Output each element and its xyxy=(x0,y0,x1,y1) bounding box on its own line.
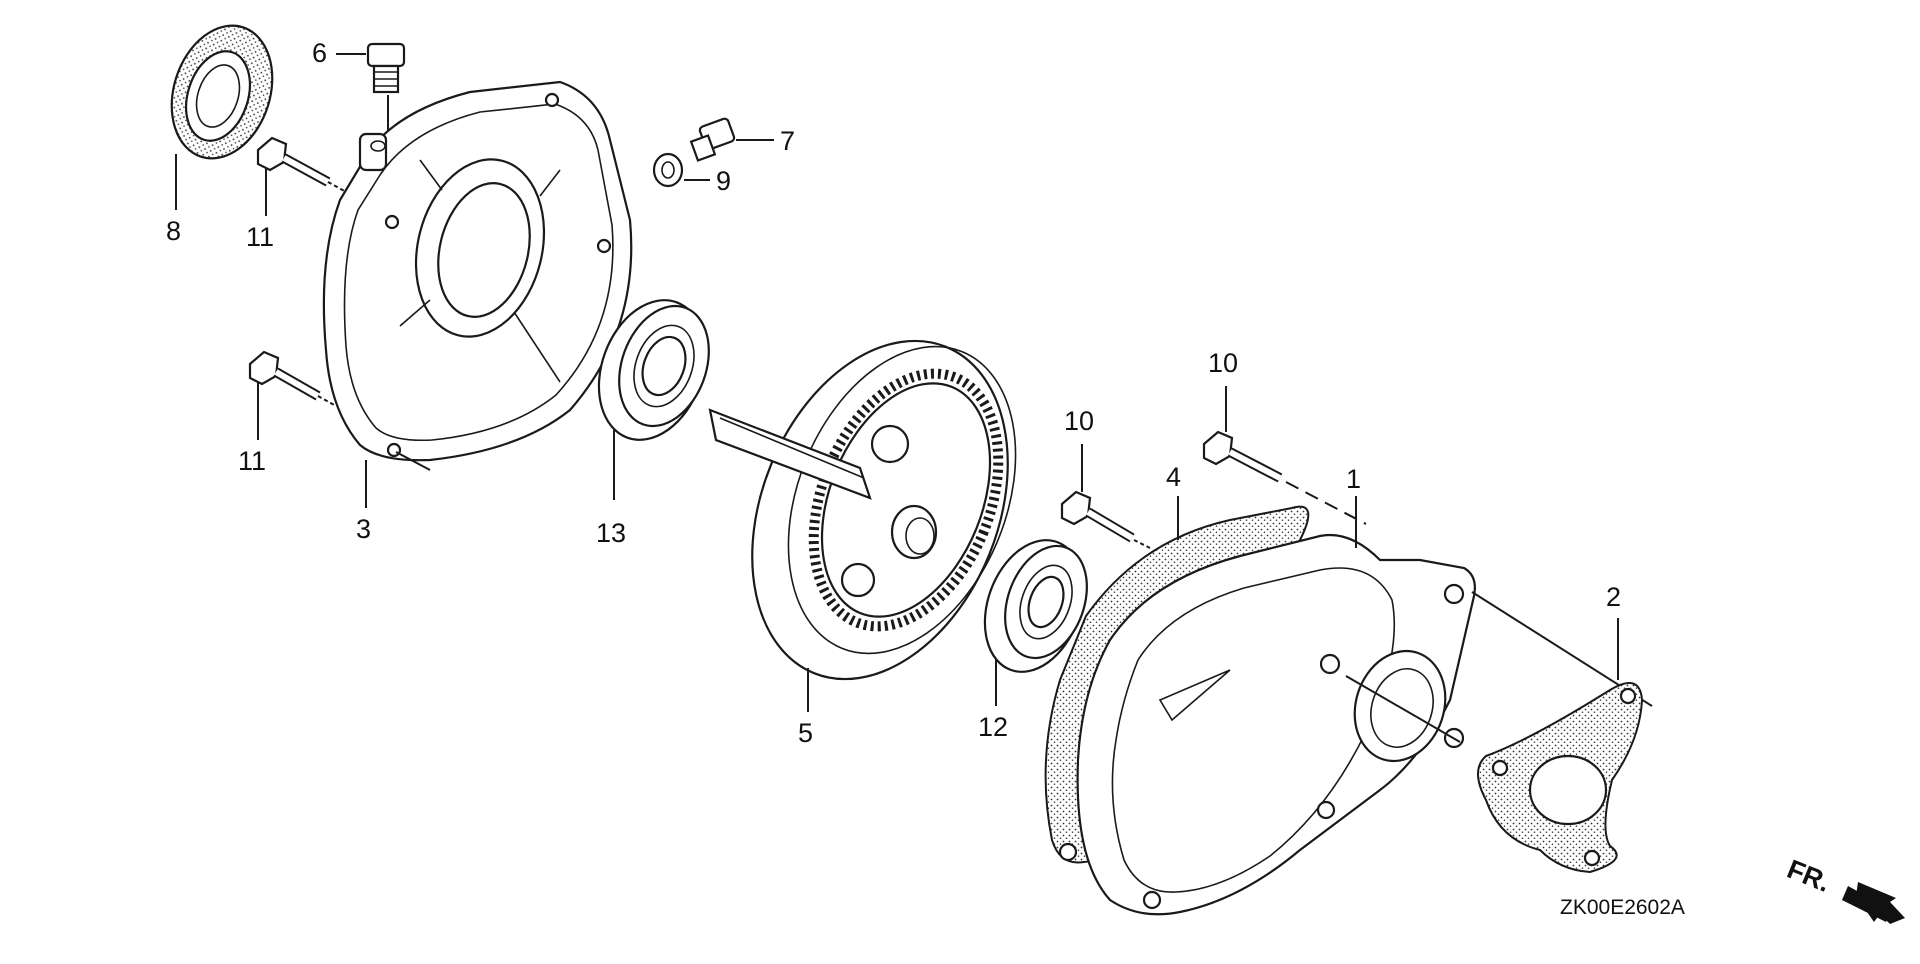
front-indicator-label: FR. xyxy=(1783,854,1835,898)
drain-bolt-part-6 xyxy=(336,42,406,138)
flange-bolt-part-10-right xyxy=(1202,386,1367,525)
flange-bolt-part-11-upper xyxy=(256,136,349,216)
flange-bolt-part-11-lower xyxy=(248,350,337,440)
callout-4: 4 xyxy=(1166,462,1181,492)
callout-7: 7 xyxy=(780,126,795,156)
callout-11-lower: 11 xyxy=(238,446,266,476)
flange-bolt-part-10-left xyxy=(1060,444,1151,549)
gasket-part-2 xyxy=(1477,618,1644,874)
callout-5: 5 xyxy=(798,718,813,748)
callout-6: 6 xyxy=(312,38,327,68)
callout-1: 1 xyxy=(1346,464,1361,494)
callout-3: 3 xyxy=(356,514,371,544)
callout-12: 12 xyxy=(978,712,1008,742)
diagram-code: ZK00E2602A xyxy=(1560,896,1685,919)
gear-case-part-1 xyxy=(1058,496,1653,916)
plug-bolt-part-7 xyxy=(689,117,774,162)
ring-gear-shaft-part-5 xyxy=(708,339,1017,712)
callout-9: 9 xyxy=(716,166,731,196)
front-direction-arrow-icon xyxy=(1842,882,1905,924)
callout-10-left: 10 xyxy=(1064,406,1094,436)
ball-bearing-part-13 xyxy=(597,299,710,500)
gear-case-cover-part-3 xyxy=(322,80,633,508)
ball-bearing-part-12 xyxy=(983,539,1088,706)
callout-13: 13 xyxy=(596,518,626,548)
callout-8: 8 xyxy=(166,216,181,246)
callout-2: 2 xyxy=(1606,582,1621,612)
washer-part-9 xyxy=(652,152,710,188)
callout-11-upper: 11 xyxy=(246,222,274,252)
callout-10-right: 10 xyxy=(1208,348,1238,378)
oil-seal-part-8 xyxy=(170,24,274,210)
